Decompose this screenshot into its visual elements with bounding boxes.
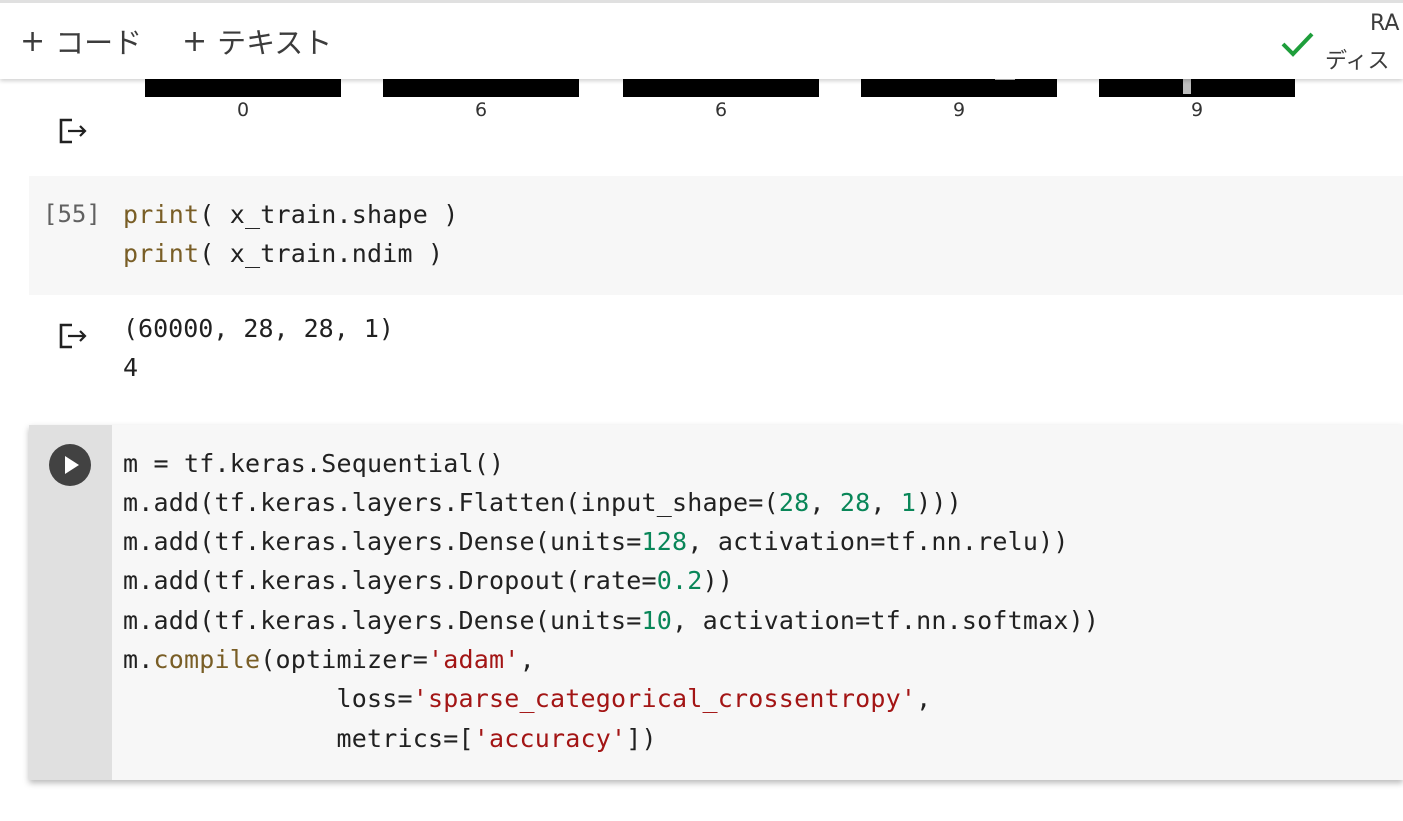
code-line[interactable]: m.add(tf.keras.layers.Dense(units=128, a…	[123, 527, 1069, 556]
active-code-cell[interactable]	[29, 425, 1403, 780]
code-text: ])	[626, 724, 657, 753]
code-text: , activation=tf.nn.relu))	[687, 527, 1069, 556]
output-line: 4	[123, 353, 139, 382]
output-clear-icon[interactable]	[58, 321, 88, 351]
string-literal: 'sparse_categorical_crossentropy'	[412, 684, 917, 713]
string-literal: 'adam'	[428, 645, 520, 674]
code-text: ))	[702, 566, 734, 595]
connected-check-icon[interactable]	[1278, 25, 1316, 63]
output-line: (60000, 28, 28, 1)	[123, 314, 394, 343]
run-cell-button[interactable]	[49, 444, 91, 486]
code-text: ( x_train.ndim )	[199, 239, 444, 268]
code-line[interactable]: m.add(tf.keras.layers.Dense(units=10, ac…	[123, 606, 1099, 635]
play-icon	[65, 456, 79, 474]
code-text: m.add(tf.keras.layers.Dense(units=	[123, 527, 642, 556]
code-text: ,	[809, 488, 840, 517]
add-text-button[interactable]: + テキスト	[182, 21, 332, 61]
code-text: ,	[870, 488, 901, 517]
digit-label: 9	[952, 99, 966, 121]
code-line[interactable]: metrics=['accuracy'])	[123, 724, 657, 753]
add-code-label: コード	[55, 26, 143, 60]
notebook-toolbar: + コード + テキスト RA ディス	[0, 0, 1403, 79]
output-clear-icon[interactable]	[58, 116, 88, 146]
execution-count: [55]	[43, 200, 101, 228]
code-line[interactable]: print( x_train.shape )	[123, 200, 459, 229]
print-keyword: print	[123, 200, 200, 229]
code-line[interactable]: m.add(tf.keras.layers.Flatten(input_shap…	[123, 488, 962, 517]
code-cell[interactable]	[29, 176, 1403, 295]
digit-label: 6	[714, 99, 728, 121]
mnist-thumbnail	[1099, 76, 1295, 97]
print-keyword: print	[123, 239, 200, 268]
code-text: m.add(tf.keras.layers.Flatten(input_shap…	[123, 488, 779, 517]
code-line[interactable]: m = tf.keras.Sequential()	[123, 449, 505, 478]
mnist-thumbnail	[383, 76, 579, 97]
mnist-thumbnail	[861, 76, 1057, 97]
compile-keyword: compile	[153, 645, 261, 674]
code-line[interactable]: m.compile(optimizer='adam',	[123, 645, 535, 674]
mnist-thumbnail	[623, 76, 819, 97]
digit-label: 9	[1190, 99, 1204, 121]
number-literal: 1	[900, 488, 917, 517]
add-text-label: テキスト	[217, 26, 333, 60]
code-text: loss=	[123, 684, 413, 713]
code-text: , activation=tf.nn.softmax))	[672, 606, 1100, 635]
disk-label[interactable]: ディス	[1325, 49, 1390, 74]
code-text: m.	[123, 645, 154, 674]
number-literal: 0.2	[656, 566, 703, 595]
number-literal: 28	[839, 488, 871, 517]
code-text: ( x_train.shape )	[199, 200, 459, 229]
code-text: metrics=[	[123, 724, 474, 753]
code-text: (optimizer=	[260, 645, 429, 674]
digit-label: 0	[236, 99, 250, 121]
code-line[interactable]: print( x_train.ndim )	[123, 239, 443, 268]
code-text: ,	[916, 684, 932, 713]
code-line[interactable]: m.add(tf.keras.layers.Dropout(rate=0.2))	[123, 566, 733, 595]
string-literal: 'accuracy'	[473, 724, 627, 753]
number-literal: 28	[778, 488, 810, 517]
plus-icon: +	[20, 23, 46, 59]
code-text: m.add(tf.keras.layers.Dense(units=	[123, 606, 642, 635]
code-text: m.add(tf.keras.layers.Dropout(rate=	[123, 566, 657, 595]
ram-label[interactable]: RA	[1370, 11, 1400, 36]
code-line[interactable]: loss='sparse_categorical_crossentropy',	[123, 684, 932, 713]
code-text: )))	[916, 488, 962, 517]
digit-label: 6	[474, 99, 488, 121]
mnist-thumbnail	[145, 76, 341, 97]
number-literal: 128	[641, 527, 688, 556]
plus-icon: +	[182, 23, 208, 59]
code-text: ,	[519, 645, 535, 674]
number-literal: 10	[641, 606, 673, 635]
add-code-button[interactable]: + コード	[20, 21, 142, 61]
